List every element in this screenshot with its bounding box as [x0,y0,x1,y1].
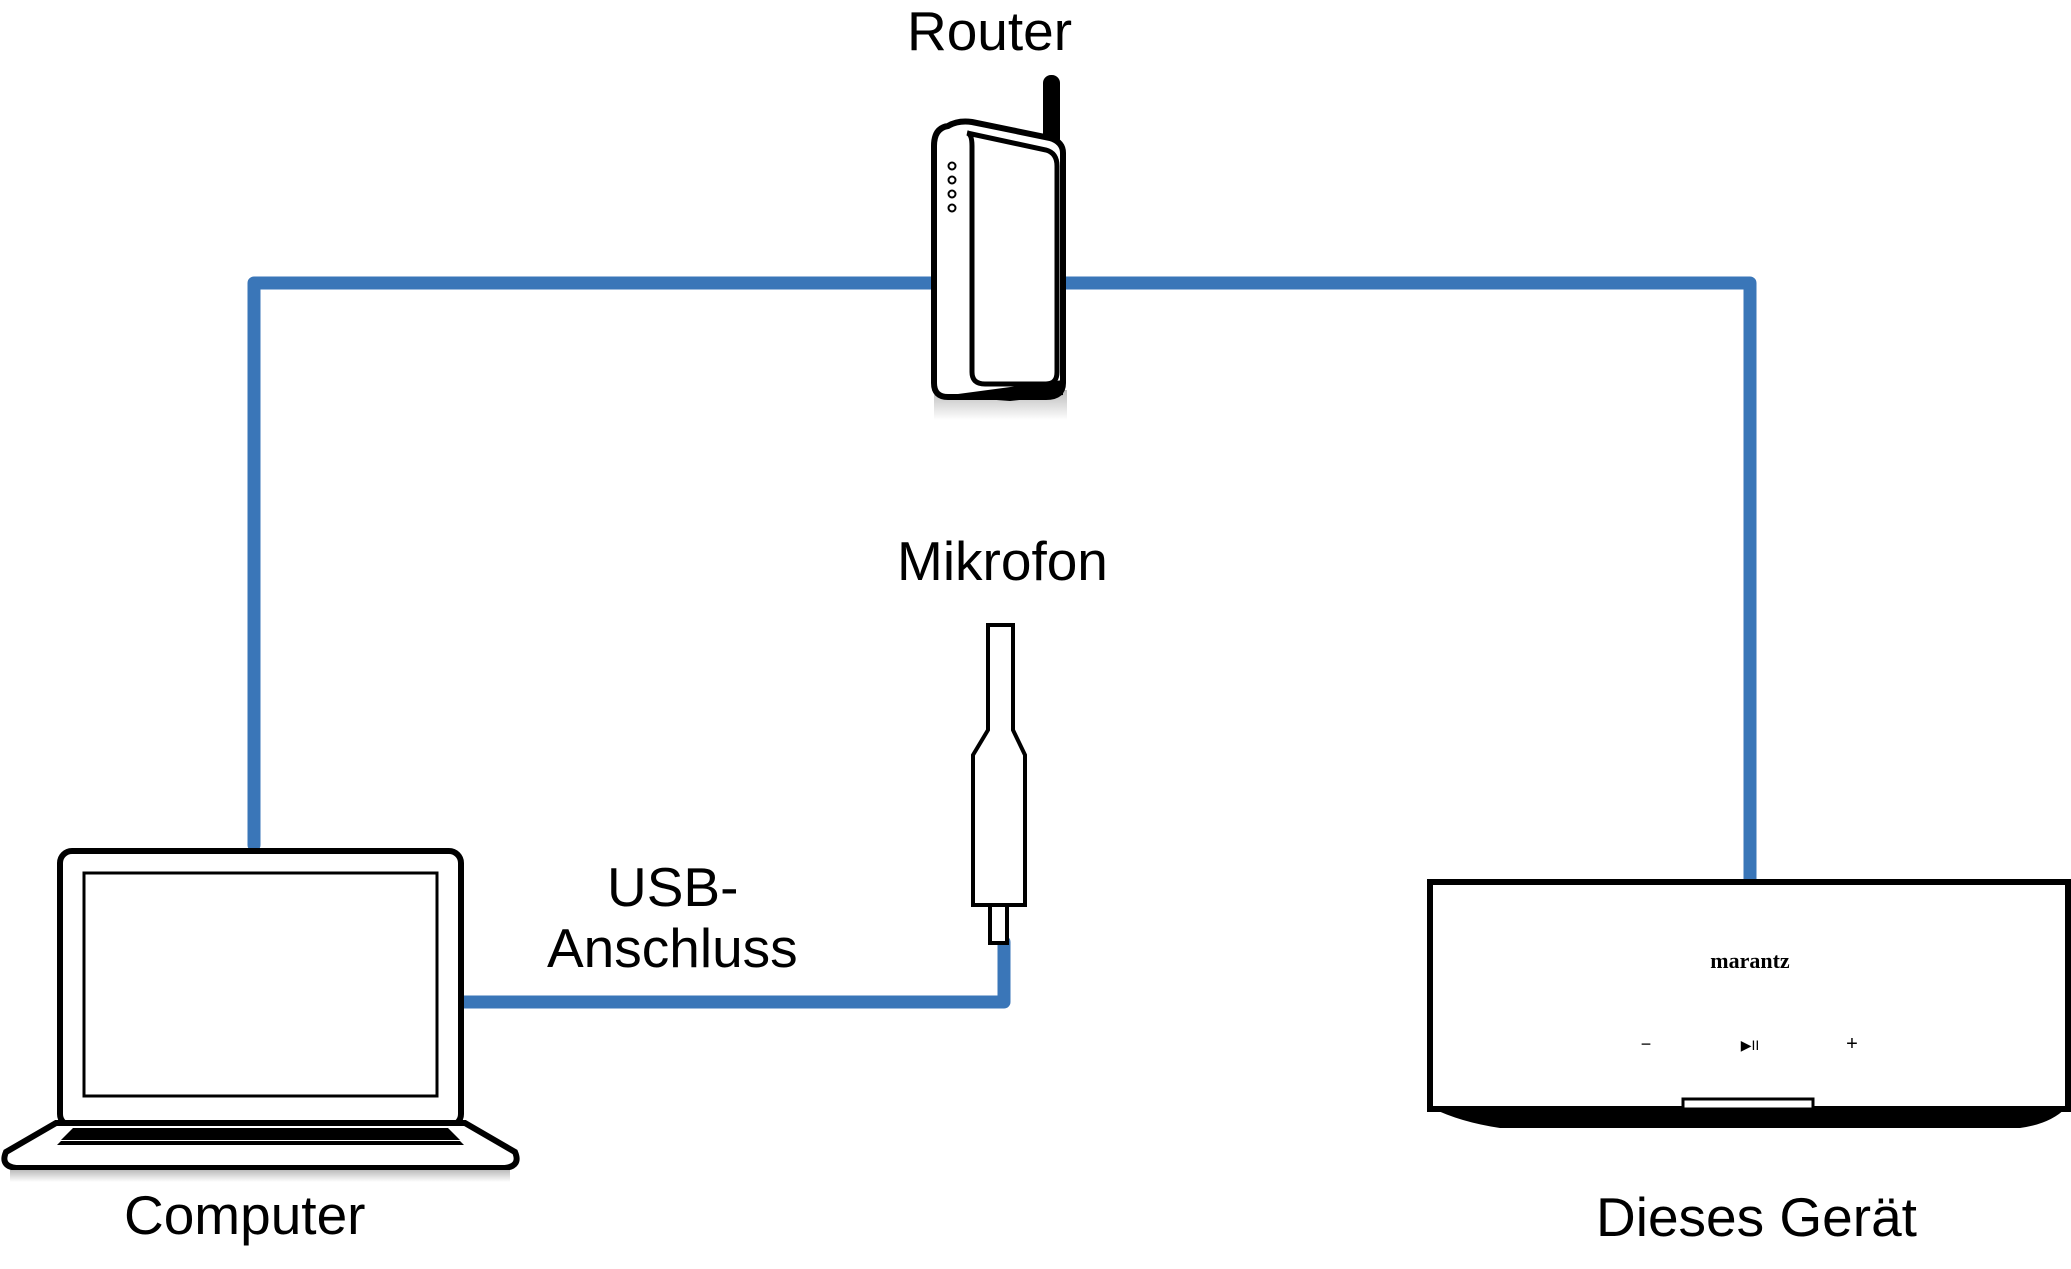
usb-label-line2: Anschluss [547,917,798,979]
cable-computer-router [247,276,941,852]
cable-usb-microphone [455,935,1011,1009]
microphone-label: Mikrofon [897,530,1108,592]
device-brand: marantz [1710,948,1790,973]
device-play-pause-button: ▶II [1741,1037,1760,1053]
device-volume-up-button: + [1846,1033,1858,1055]
router-icon [931,75,1067,420]
cables [247,276,1757,1009]
microphone-icon [971,623,1027,945]
device-volume-down-button: − [1641,1034,1652,1054]
device-label: Dieses Gerät [1596,1186,1917,1248]
router-label: Router [907,0,1073,62]
laptop-icon [1,848,520,1182]
computer-label: Computer [124,1184,366,1246]
network-player-icon: marantz − ▶II + [1427,879,2071,1128]
cable-router-device [1056,276,1757,887]
usb-label-line1: USB- [607,856,739,918]
